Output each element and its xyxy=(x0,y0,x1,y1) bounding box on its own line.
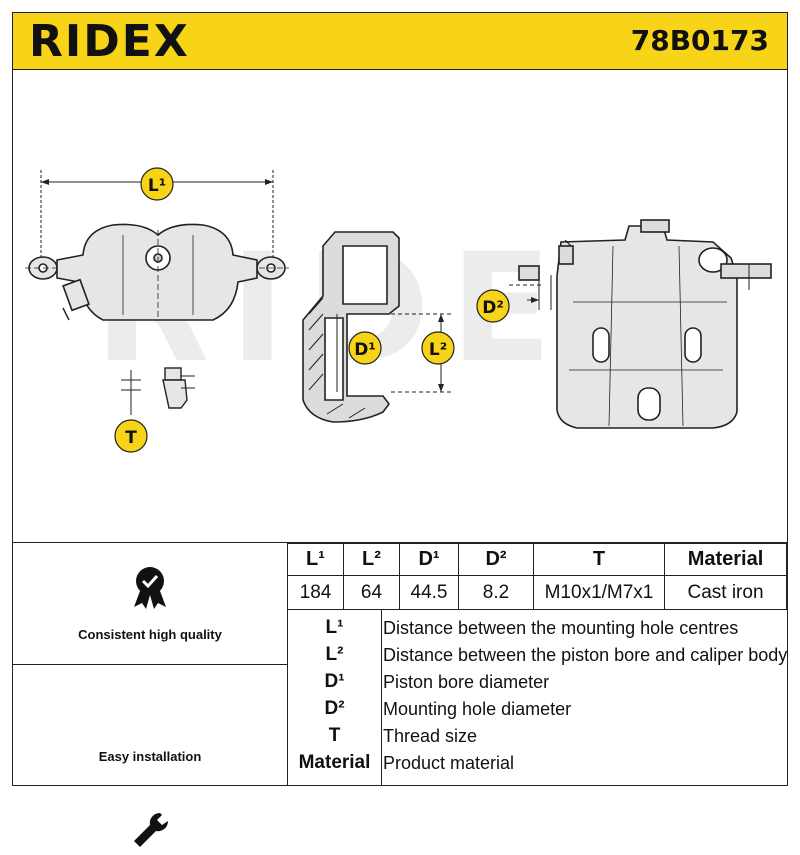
legend-row-l2: L² Distance between the piston bore and … xyxy=(287,642,788,668)
d2-callout-label: D² xyxy=(482,298,504,318)
spec-legend: L¹ Distance between the mounting hole ce… xyxy=(287,609,787,785)
quality-label: Consistent high quality xyxy=(78,627,222,642)
l1-callout-label: L¹ xyxy=(148,176,166,196)
spec-header-row: L¹ L² D¹ D² T Material xyxy=(287,543,787,576)
spec-value-d2: 8.2 xyxy=(458,575,534,610)
spec-table: L¹ L² D¹ D² T Material 184 64 44.5 8.2 M… xyxy=(287,543,787,610)
legend-key: T xyxy=(328,725,341,746)
d1-callout-icon xyxy=(348,331,382,365)
legend-key: L² xyxy=(325,644,344,665)
spec-header-l1: L¹ xyxy=(287,543,344,576)
legend-desc: Piston bore diameter xyxy=(383,672,550,692)
caliper-side-view xyxy=(509,219,772,429)
wrench-icon xyxy=(134,812,169,847)
technical-drawing: RIDEX L¹ xyxy=(12,70,788,542)
install-label: Easy installation xyxy=(98,749,202,764)
caliper-top-view xyxy=(25,170,289,321)
spec-value-material: Cast iron xyxy=(664,575,787,610)
d2-callout-icon xyxy=(476,289,510,323)
part-number: 78B0173 xyxy=(630,24,769,57)
spec-header-t: T xyxy=(533,543,665,576)
legend-row-d1: D¹ Piston bore diameter xyxy=(287,669,787,695)
l2-callout-icon xyxy=(421,331,455,365)
legend-key: D² xyxy=(324,698,345,719)
spec-header-d1: D¹ xyxy=(399,543,459,576)
quality-feature: Consistent high quality xyxy=(13,543,287,665)
t-callout-label: T xyxy=(125,428,137,448)
t-callout-icon xyxy=(114,419,148,453)
caliper-drawing: RIDEX L¹ xyxy=(25,167,772,453)
spec-section: Consistent high quality Easy installatio… xyxy=(12,542,788,847)
legend-desc: Distance between the mounting hole centr… xyxy=(383,618,739,638)
install-feature: Easy installation xyxy=(13,665,287,847)
legend-key: L¹ xyxy=(325,617,344,638)
spec-value-l2: 64 xyxy=(343,575,400,610)
legend-row-l1: L¹ Distance between the mounting hole ce… xyxy=(287,615,787,641)
legend-row-t: T Thread size xyxy=(287,723,787,749)
legend-row-material: Material Product material xyxy=(287,750,787,776)
legend-divider xyxy=(381,609,382,785)
header-bar: RIDEX 78B0173 xyxy=(12,12,788,70)
thread-detail xyxy=(121,367,195,415)
legend-desc: Distance between the piston bore and cal… xyxy=(383,645,788,665)
legend-desc: Thread size xyxy=(383,726,478,746)
spec-value-d1: 44.5 xyxy=(399,575,459,610)
l2-callout-label: L² xyxy=(429,340,447,360)
legend-row-d2: D² Mounting hole diameter xyxy=(287,696,787,722)
caliper-section-view xyxy=(302,231,453,423)
spec-header-material: Material xyxy=(664,543,787,576)
spec-value-t: M10x1/M7x1 xyxy=(533,575,665,610)
badge-check-icon xyxy=(134,567,166,609)
legend-desc: Mounting hole diameter xyxy=(383,699,572,719)
spec-value-l1: 184 xyxy=(287,575,344,610)
legend-key: D¹ xyxy=(324,671,345,692)
spec-header-d2: D² xyxy=(458,543,534,576)
legend-desc: Product material xyxy=(383,753,515,773)
d1-callout-label: D¹ xyxy=(354,340,376,360)
brand-logo: RIDEX xyxy=(29,16,190,67)
l1-callout-icon xyxy=(140,167,174,201)
spec-header-l2: L² xyxy=(343,543,400,576)
spec-value-row: 184 64 44.5 8.2 M10x1/M7x1 Cast iron xyxy=(287,575,787,610)
feature-panel: Consistent high quality Easy installatio… xyxy=(13,543,288,847)
legend-key: Material xyxy=(298,752,371,773)
